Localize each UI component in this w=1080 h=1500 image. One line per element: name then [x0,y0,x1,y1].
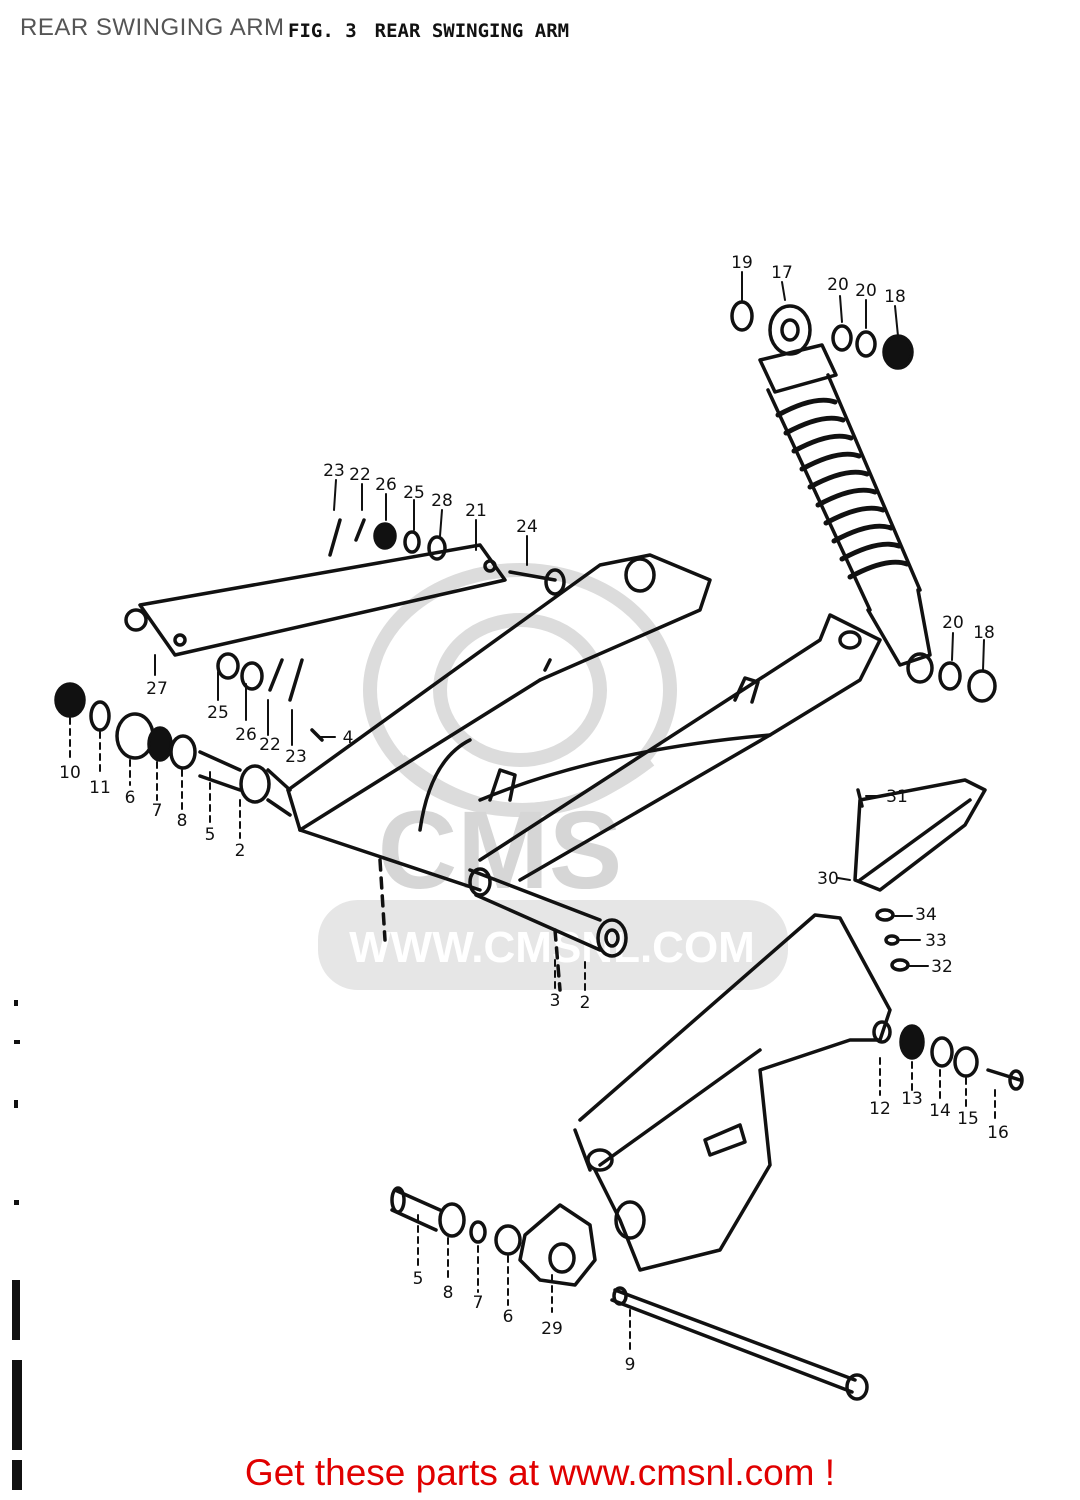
callout: 9 [625,1355,636,1375]
callout: 11 [89,778,111,798]
callout: 12 [869,1099,891,1119]
page-title: REAR SWINGING ARM [20,14,285,41]
chain-case [853,778,987,892]
callout: 5 [413,1269,424,1289]
callout: 2 [235,841,246,861]
watermark-banner [318,900,788,990]
shock-lower-hardware [938,661,997,703]
callout: 6 [125,788,136,808]
callout: 18 [973,623,995,643]
callout: 22 [349,465,371,485]
callout: 22 [259,735,281,755]
pivot-bushings-left [54,682,292,817]
callout: 8 [443,1283,454,1303]
callout: 25 [403,483,425,503]
watermark-url: WWW.CMSNL.COM [349,923,755,972]
callout: 27 [146,679,168,699]
callout: 17 [771,263,793,283]
callout: 7 [473,1293,484,1313]
callout: 5 [205,825,216,845]
callout: 29 [541,1319,563,1339]
callout: 23 [285,747,307,767]
callout: 32 [931,957,953,977]
shock-upper-hardware [730,300,914,370]
callout: 26 [375,475,397,495]
callout: 24 [516,517,538,537]
scan-artifacts [12,1000,22,1490]
callout: 26 [235,725,257,745]
swinging-arm-pivot-tube [468,867,628,958]
lower-pivot-hardware [390,1186,597,1287]
callout: 13 [901,1089,923,1109]
torque-link [124,543,566,657]
callout: 28 [431,491,453,511]
callout: 7 [152,801,163,821]
callout: 6 [503,1307,514,1327]
callout: 25 [207,703,229,723]
callout: 23 [323,461,345,481]
callout: 8 [177,811,188,831]
leader-lines [69,271,996,1351]
footer-link-container: Get these parts at www.cmsnl.com ! [0,1452,1080,1494]
shock-spring [775,397,910,580]
rear-shock-absorber [758,304,934,684]
callout: 4 [343,728,354,748]
watermark-brand: CMS [378,789,622,912]
figure-title: FIG. 3 REAR SWINGING ARM [288,20,569,42]
callout: 10 [59,763,81,783]
figure-label: REAR SWINGING ARM [374,20,570,42]
chain-guard [573,913,892,1272]
figure-number: FIG. 3 [288,20,357,42]
callout-labels: 19 17 20 20 18 23 22 26 25 28 21 24 20 1… [59,253,1009,1375]
watermark-logo [363,563,677,817]
watermark: CMS WWW.CMSNL.COM [318,563,788,990]
callout: 3 [550,991,561,1011]
torque-link-hardware-upper [328,518,447,561]
swinging-arm [286,553,882,992]
callout: 14 [929,1101,951,1121]
callout: 19 [731,253,753,273]
callout: 16 [987,1123,1009,1143]
callout: 20 [855,281,877,301]
pivot-bushings-right [899,1024,1024,1091]
torque-link-hardware-lower [216,652,324,742]
chain-case-hardware [856,788,910,972]
callout: 21 [465,501,487,521]
callout: 18 [884,287,906,307]
callout: 20 [827,275,849,295]
pivot-shaft [610,1286,869,1401]
callout: 34 [915,905,937,925]
callout: 2 [580,993,591,1013]
callout: 15 [957,1109,979,1129]
callout: 30 [817,869,839,889]
get-parts-link[interactable]: Get these parts at www.cmsnl.com ! [244,1452,836,1493]
callout: 33 [925,931,947,951]
callout: 31 [886,787,908,807]
callout: 20 [942,613,964,633]
